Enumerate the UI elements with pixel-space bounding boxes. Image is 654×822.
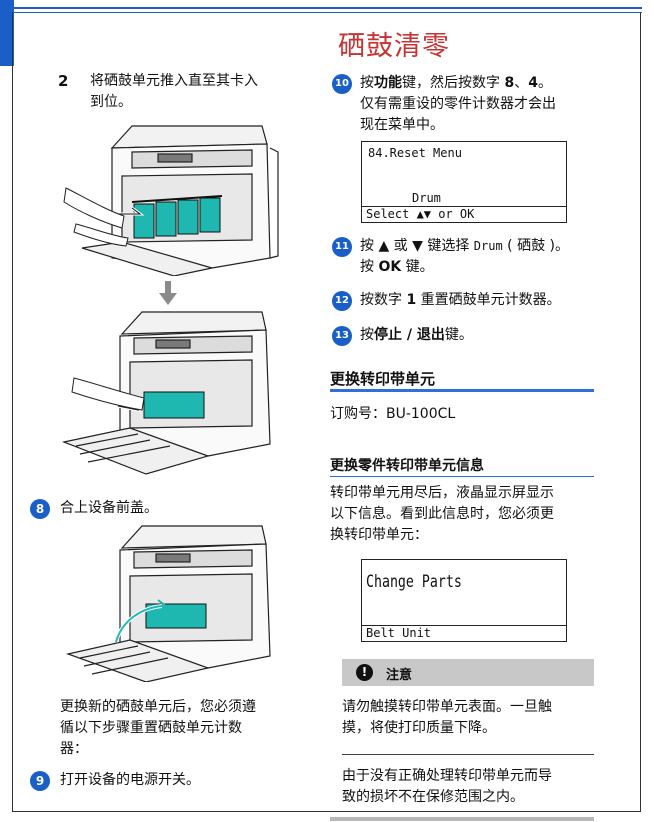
step-2-text-line2: 到位。 xyxy=(90,94,132,110)
bottom-frame-line xyxy=(12,811,641,812)
section-rule xyxy=(330,389,594,392)
step-10-text-line3: 现在菜单中。 xyxy=(360,117,444,133)
lcd-reset-menu: 84.Reset Menu Drum Select ▲▼ or OK xyxy=(361,141,567,223)
step-10-badge: 10 xyxy=(332,74,352,94)
belt-body-line2: 以下信息。看到此信息时，您必须更 xyxy=(330,506,554,522)
lcd-change-parts: Change Parts Belt Unit xyxy=(361,559,567,642)
section-title-belt-unit: 更换转印带单元 xyxy=(330,370,436,388)
step-13-badge: 13 xyxy=(332,326,352,346)
printer-close-cover-illustration xyxy=(65,525,271,682)
caution-label: 注意 xyxy=(386,668,413,683)
step-13-text: 按停止 / 退出键。 xyxy=(360,327,473,343)
step-8-text: 合上设备前盖。 xyxy=(60,500,158,516)
caution-divider xyxy=(342,754,594,755)
order-number: 订购号：BU-100CL xyxy=(330,406,456,422)
reset-intro-line2: 循以下步骤重置硒鼓单元计数 xyxy=(60,720,242,736)
page-tab-marker xyxy=(0,0,14,66)
subsection-title: 更换零件转印带单元信息 xyxy=(330,458,484,474)
step-11-badge: 11 xyxy=(332,237,352,257)
down-arrow-icon xyxy=(159,281,177,305)
reset-intro-line1: 更换新的硒鼓单元后，您必须遵 xyxy=(60,699,256,715)
belt-body-line3: 换转印带单元： xyxy=(330,527,428,543)
step-11-text-line1: 按 ▲ 或 ▼ 键选择 Drum ( 硒鼓 )。 xyxy=(360,238,569,254)
caution-text-1-line2: 摸，将使打印质量下降。 xyxy=(342,720,496,736)
step-11-text-line2: 按 OK 键。 xyxy=(360,259,434,275)
caution-text-1-line1: 请勿触摸转印带单元表面。一旦触 xyxy=(342,699,552,715)
step-10-text-line1: 按功能键，然后按数字 8、4。 xyxy=(360,75,552,91)
subsection-rule xyxy=(330,476,594,477)
top-rule-thin xyxy=(14,12,642,13)
lcd-change-parts-line1: Change Parts xyxy=(366,572,462,592)
step-2-text-line1: 将硒鼓单元推入直至其卡入 xyxy=(90,73,258,89)
lcd-reset-menu-line2: Drum xyxy=(412,191,441,205)
step-10-text-line2: 仅有需重设的零件计数器才会出 xyxy=(360,96,556,112)
caution-text-2-line2: 致的损坏不在保修范围之内。 xyxy=(342,789,524,805)
lcd-reset-menu-line1: 84.Reset Menu xyxy=(368,146,462,160)
belt-body-line1: 转印带单元用尽后，液晶显示屏显示 xyxy=(330,485,554,501)
step-12-text: 按数字 1 重置硒鼓单元计数器。 xyxy=(360,292,561,308)
lcd-reset-menu-bar: Select ▲▼ or OK xyxy=(362,206,566,222)
printer-drum-push-illustration xyxy=(61,311,271,475)
caution-exclamation-icon: ! xyxy=(356,664,373,681)
caution-header: ! 注意 xyxy=(342,659,594,686)
top-rule xyxy=(14,7,642,9)
page-title: 硒鼓清零 xyxy=(338,31,450,62)
step-9-badge: 9 xyxy=(30,771,50,791)
printer-drum-insert-illustration xyxy=(63,125,279,276)
right-frame-line xyxy=(640,12,641,812)
left-frame-line xyxy=(12,12,13,812)
step-8-badge: 8 xyxy=(30,499,50,519)
caution-text-2-line1: 由于没有正确处理转印带单元而导 xyxy=(342,768,552,784)
step-12-badge: 12 xyxy=(332,291,352,311)
lcd-change-parts-bar: Belt Unit xyxy=(362,625,566,641)
step-2-number: 2 xyxy=(58,72,69,90)
step-9-text: 打开设备的电源开关。 xyxy=(60,772,200,788)
reset-intro-line3: 器： xyxy=(60,741,88,757)
bottom-gray-rule xyxy=(330,817,594,821)
